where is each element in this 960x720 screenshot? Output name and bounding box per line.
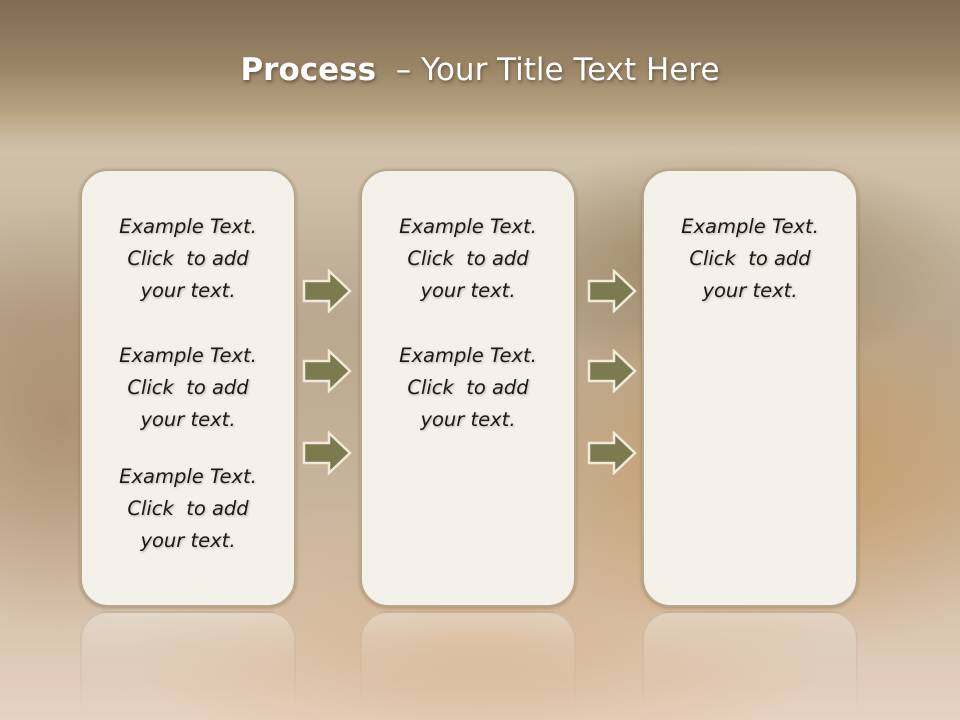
panel-1-text-block-1[interactable]: Example Text. Click to add your text. [82,211,294,307]
text-line: your text. [420,408,516,431]
panel-2-reflection [360,611,576,720]
right-arrow-icon[interactable] [302,349,352,393]
panel-3-text-block-1[interactable]: Example Text. Click to add your text. [644,211,856,307]
text-line: your text. [420,279,516,302]
title-bar [0,0,960,150]
right-arrow-icon[interactable] [587,269,637,313]
text-line: Example Text. [399,215,537,238]
panel-2-text-block-2[interactable]: Example Text. Click to add your text. [362,340,574,436]
text-line: Click to add [127,247,249,270]
text-line: Click to add [127,376,249,399]
slide-title[interactable]: Process – Your Title Text Here [0,52,960,88]
text-line: Example Text. [119,465,257,488]
process-panel-3[interactable]: Example Text. Click to add your text. [642,169,858,607]
text-line: Example Text. [399,344,537,367]
text-line: your text. [140,529,236,552]
panel-1-text-block-2[interactable]: Example Text. Click to add your text. [82,340,294,436]
title-bold: Process [240,52,377,88]
text-line: Click to add [127,497,249,520]
right-arrow-icon[interactable] [587,431,637,475]
text-line: Click to add [407,376,529,399]
panel-2-text-block-1[interactable]: Example Text. Click to add your text. [362,211,574,307]
text-line: Click to add [689,247,811,270]
panel-1-reflection [80,611,296,720]
text-line: Example Text. [119,344,257,367]
process-panel-1[interactable]: Example Text. Click to add your text. Ex… [80,169,296,607]
right-arrow-icon[interactable] [302,431,352,475]
panel-3-reflection [642,611,858,720]
text-line: Click to add [407,247,529,270]
text-line: Example Text. [681,215,819,238]
process-panel-2[interactable]: Example Text. Click to add your text. Ex… [360,169,576,607]
text-line: your text. [140,408,236,431]
right-arrow-icon[interactable] [302,269,352,313]
text-line: your text. [140,279,236,302]
title-rest: – Your Title Text Here [395,52,720,88]
panel-1-text-block-3[interactable]: Example Text. Click to add your text. [82,461,294,557]
text-line: Example Text. [119,215,257,238]
text-line: your text. [702,279,798,302]
right-arrow-icon[interactable] [587,349,637,393]
